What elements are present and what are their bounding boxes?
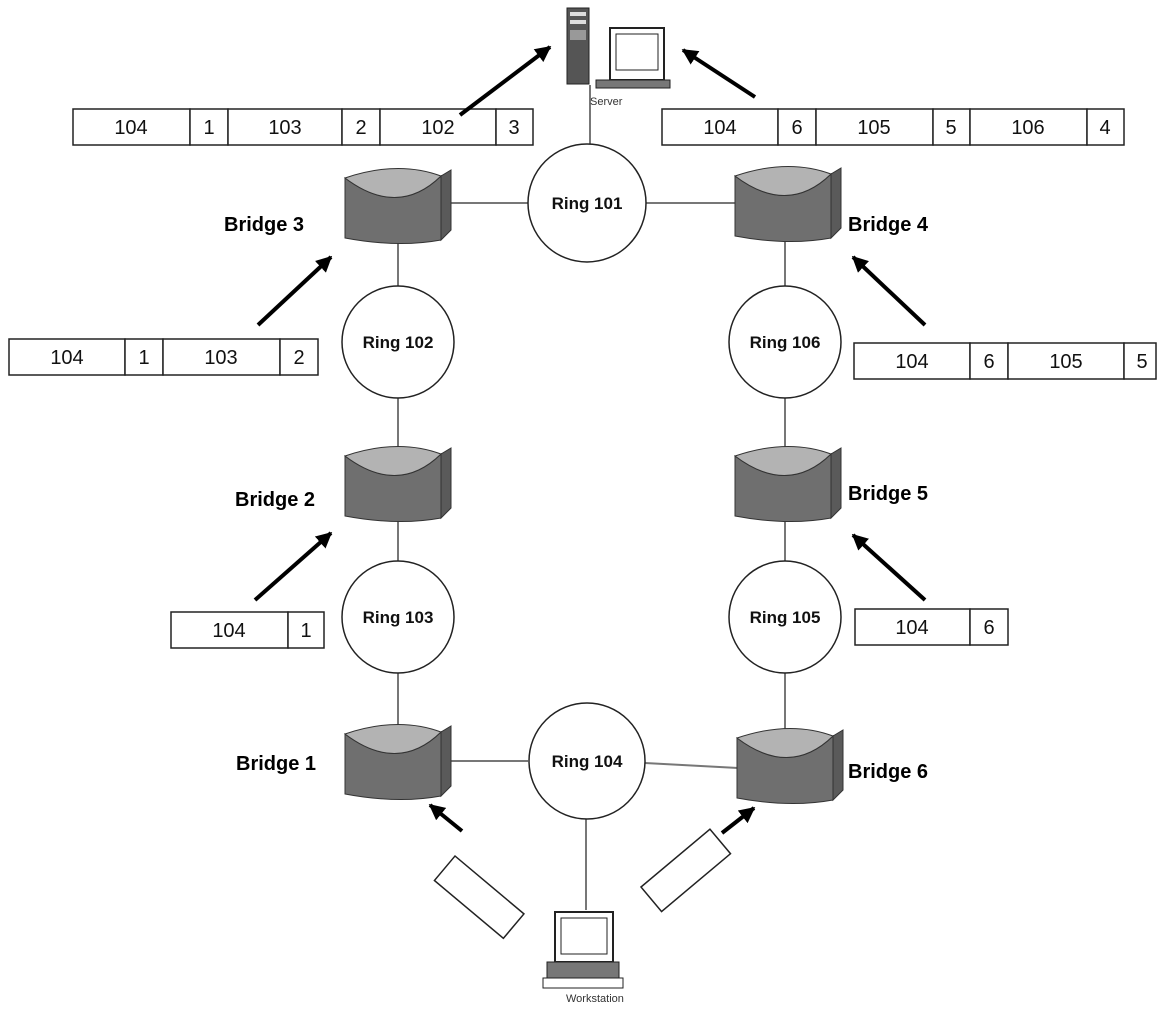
ring-106-label: Ring 106 xyxy=(750,333,821,352)
arrow-icon xyxy=(256,255,333,327)
bridge-5-icon xyxy=(733,446,842,523)
ring-101: Ring 101 xyxy=(527,143,647,263)
route-ring-cell: 102 xyxy=(421,117,454,139)
route-bridge-cell: 1 xyxy=(203,117,214,139)
ring-104-label: Ring 104 xyxy=(552,752,623,771)
ring-104: Ring 104 xyxy=(528,702,646,820)
arrow-icon xyxy=(851,533,927,602)
arrow-icon xyxy=(253,531,333,602)
ring-105-label: Ring 105 xyxy=(750,608,821,627)
bridge-1-icon xyxy=(343,724,452,801)
ring-101-label: Ring 101 xyxy=(552,194,623,213)
route-bridge-cell: 5 xyxy=(945,117,956,139)
arrow-icon xyxy=(851,255,927,327)
bridge-4-icon xyxy=(733,166,842,243)
route-frame-right-mid: 104 6 105 5 xyxy=(853,342,1157,380)
arrow-icon xyxy=(720,806,756,835)
route-ring-cell: 104 xyxy=(895,351,928,373)
route-frame-left-top: 104 1 103 2 102 3 xyxy=(72,108,534,146)
arrow-icon xyxy=(428,803,464,833)
route-frame-left-mid: 104 1 103 2 xyxy=(8,338,319,376)
arrow-icon xyxy=(681,48,757,99)
explorer-frame-right xyxy=(639,828,732,913)
ring-102-label: Ring 102 xyxy=(363,333,434,352)
ring-103-label: Ring 103 xyxy=(363,608,434,627)
arrow-icon xyxy=(458,45,552,117)
server-label: Server xyxy=(590,96,623,108)
route-bridge-cell: 3 xyxy=(508,117,519,139)
direction-arrows xyxy=(253,45,927,835)
route-ring-cell: 104 xyxy=(50,347,83,369)
ring-102: Ring 102 xyxy=(341,285,455,399)
bridge-5-label: Bridge 5 xyxy=(848,483,928,505)
route-ring-cell: 104 xyxy=(114,117,147,139)
bridge-1-label: Bridge 1 xyxy=(236,753,316,775)
ring-103: Ring 103 xyxy=(341,560,455,674)
route-bridge-cell: 6 xyxy=(983,351,994,373)
route-bridge-cell: 4 xyxy=(1099,117,1110,139)
bridge-2-label: Bridge 2 xyxy=(235,489,315,511)
explorer-frame-left xyxy=(433,854,526,940)
route-bridge-cell: 6 xyxy=(983,617,994,639)
server-computer-icon xyxy=(566,7,671,89)
bridge-6-icon xyxy=(735,728,844,805)
route-ring-cell: 106 xyxy=(1011,117,1044,139)
workstation-label: Workstation xyxy=(566,993,624,1005)
route-bridge-cell: 1 xyxy=(300,620,311,642)
route-ring-cell: 103 xyxy=(204,347,237,369)
route-frame-left-low: 104 1 xyxy=(170,611,325,649)
bridge-3-label: Bridge 3 xyxy=(224,214,304,236)
route-ring-cell: 105 xyxy=(857,117,890,139)
route-frame-right-top: 104 6 105 5 106 4 xyxy=(661,108,1125,146)
bridge-6-label: Bridge 6 xyxy=(848,761,928,783)
route-bridge-cell: 2 xyxy=(355,117,366,139)
route-bridge-cell: 2 xyxy=(293,347,304,369)
bridge-3-icon xyxy=(343,168,452,245)
route-bridge-cell: 1 xyxy=(138,347,149,369)
route-ring-cell: 104 xyxy=(895,617,928,639)
bridge-4-label: Bridge 4 xyxy=(848,214,929,236)
route-frame-right-low: 104 6 xyxy=(854,608,1009,646)
route-ring-cell: 104 xyxy=(212,620,245,642)
route-bridge-cell: 6 xyxy=(791,117,802,139)
route-ring-cell: 105 xyxy=(1049,351,1082,373)
route-ring-cell: 103 xyxy=(268,117,301,139)
connection-lines xyxy=(397,85,786,910)
route-bridge-cell: 5 xyxy=(1136,351,1147,373)
bridge-2-icon xyxy=(343,446,452,523)
ring-105: Ring 105 xyxy=(728,560,842,674)
ring-106: Ring 106 xyxy=(728,285,842,399)
route-ring-cell: 104 xyxy=(703,117,736,139)
workstation-computer-icon xyxy=(542,911,624,989)
